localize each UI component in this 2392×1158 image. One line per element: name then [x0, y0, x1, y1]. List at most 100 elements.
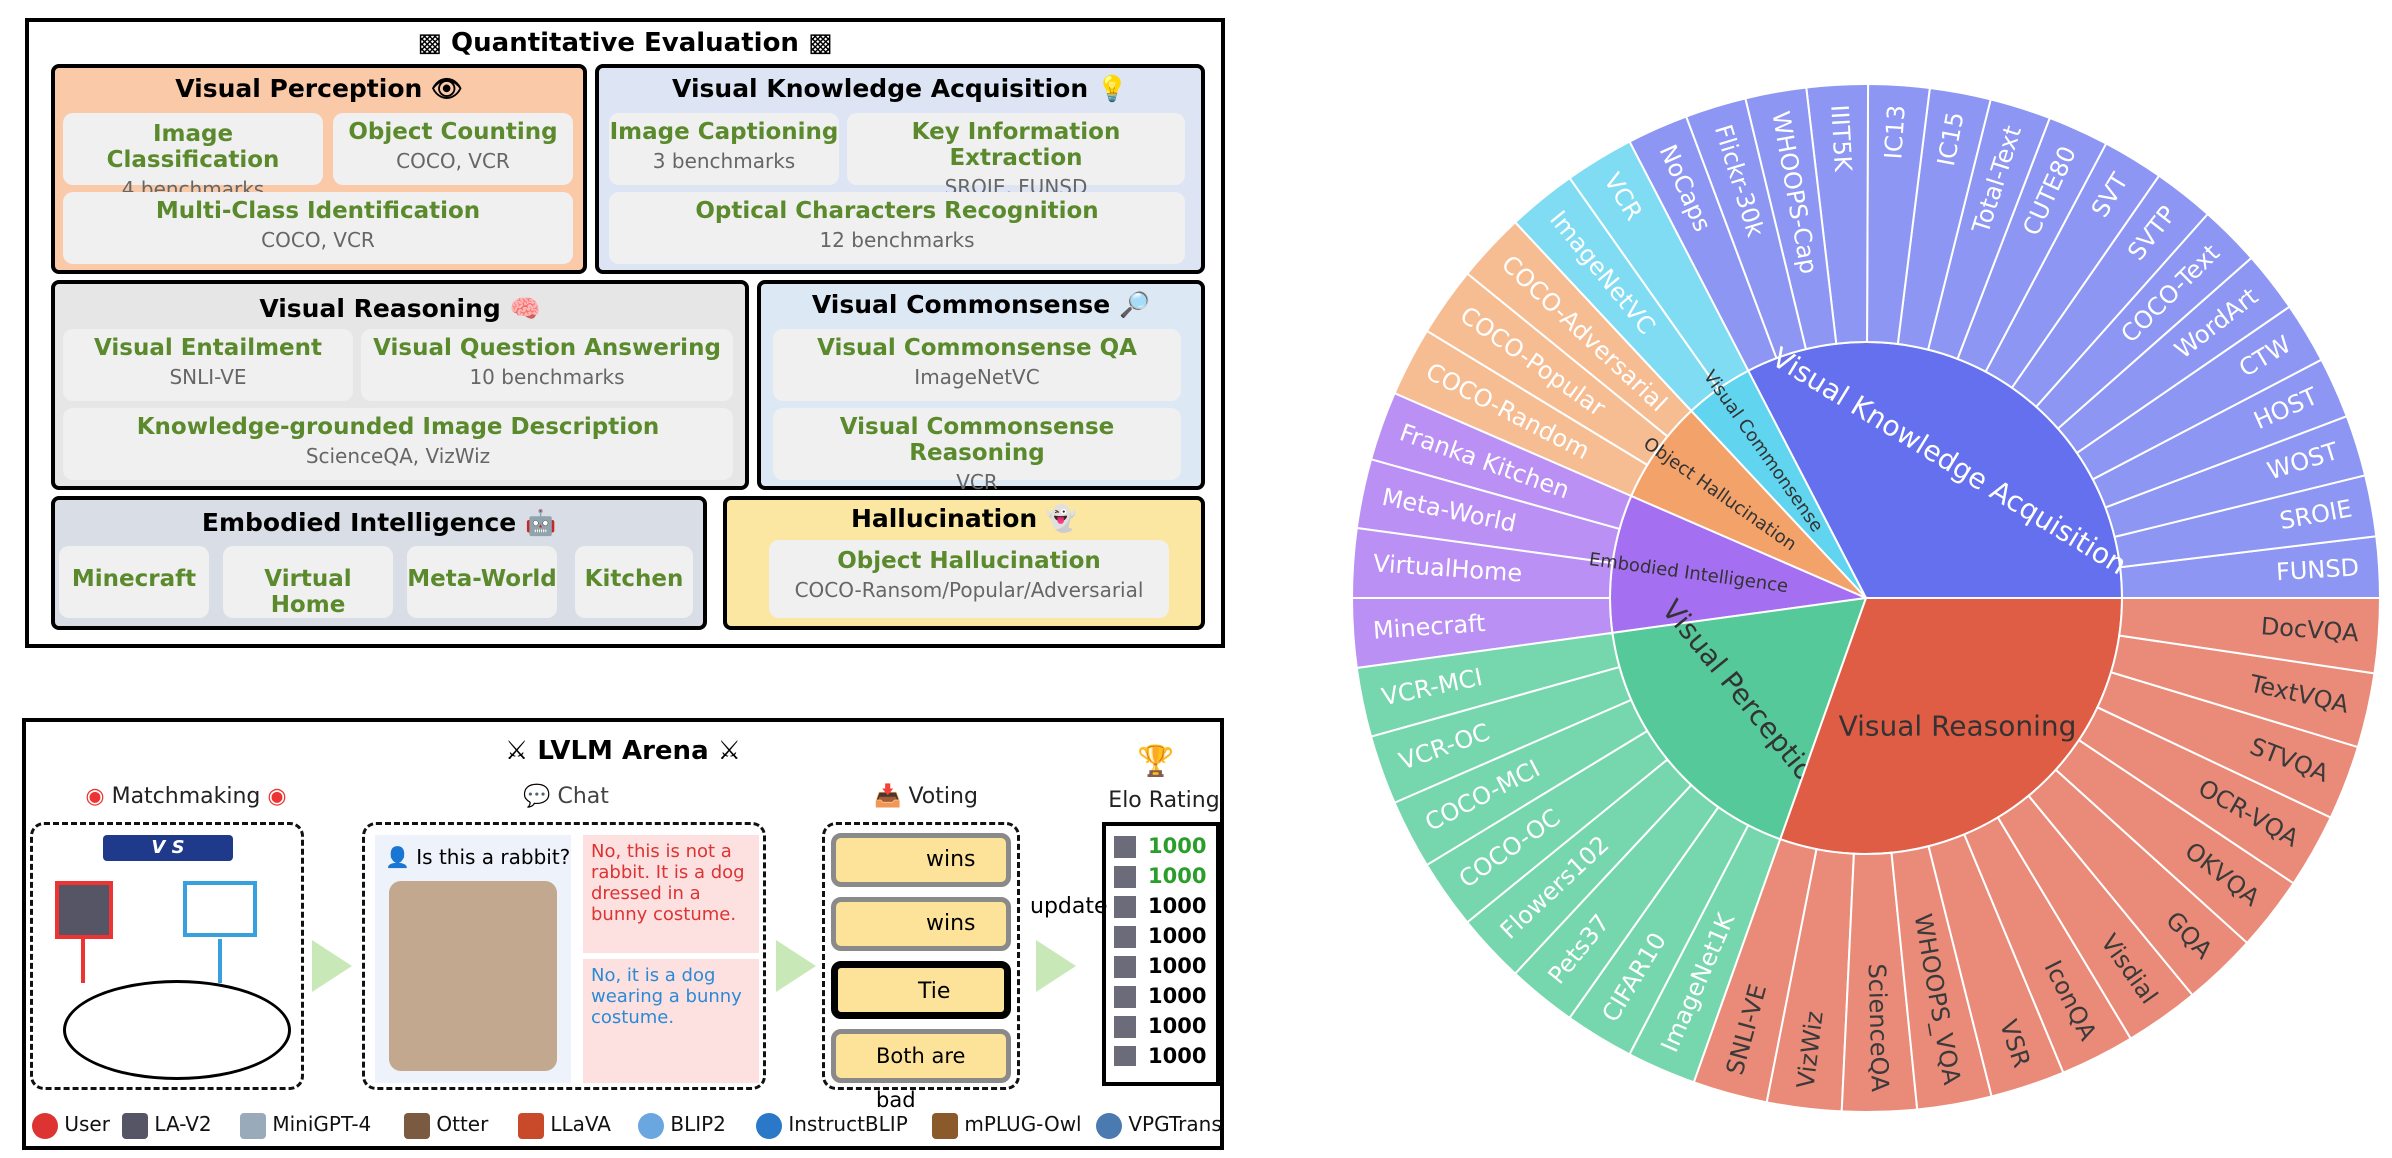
ghost-icon: 👻 — [1037, 504, 1078, 533]
hallucination-title: Hallucination 👻 — [850, 504, 1078, 533]
lightbulb-icon: 💡 — [1088, 74, 1128, 103]
otter-icon — [404, 1112, 430, 1139]
elo-row: 1000 — [1148, 1044, 1207, 1068]
swords-icon: ⚔ — [708, 736, 741, 766]
sunburst-leaf-label: FUNSD — [2275, 553, 2360, 586]
answer-bubble-2: No, it is a dog wearing a bunny costume. — [583, 959, 759, 1083]
card-meta-world: Meta-World — [407, 546, 557, 618]
card-object-hallucination: Object Hallucination COCO-Ransom/Popular… — [769, 540, 1169, 618]
sunburst-leaf-label: ScienceQA — [1863, 963, 1894, 1093]
card-kitchen: Kitchen — [575, 546, 693, 618]
eye-icon: 👁 — [422, 74, 463, 103]
visual-perception-panel: Visual Perception 👁 Image Classification… — [51, 64, 587, 274]
model-a-avatar — [55, 881, 113, 939]
visual-commonsense-panel: Visual Commonsense 🔎 Visual Commonsense … — [757, 280, 1205, 494]
card-object-counting: Object Counting COCO, VCR — [333, 113, 573, 185]
speech-bubble-icon: 💬 — [523, 784, 558, 809]
chart-icon: ▩ — [798, 28, 833, 58]
legend-instructblip: InstructBLIP — [756, 1112, 908, 1139]
instructblip-icon — [756, 1112, 782, 1139]
card-visual-entailment: Visual Entailment SNLI-VE — [63, 329, 353, 401]
elo-row: 1000 — [1148, 954, 1207, 978]
answer-bubble-1: No, this is not a rabbit. It is a dog dr… — [583, 835, 759, 953]
pokeball-icon: ◉ — [267, 784, 287, 809]
elo-row: 1000 — [1148, 1014, 1207, 1038]
legend-llava: LLaVA — [518, 1112, 611, 1139]
chart-icon: ▩ — [417, 28, 452, 58]
visual-reasoning-title: Visual Reasoning 🧠 — [259, 294, 541, 323]
sunburst-leaf-label: IIIT5K — [1825, 104, 1857, 174]
vote-tie-button[interactable]: Tie — [831, 961, 1011, 1019]
elo-title: Elo Rating — [1108, 788, 1220, 813]
owl-icon — [932, 1112, 958, 1139]
flow-arrow-2 — [776, 940, 816, 992]
card-image-classification: Image Classification 4 benchmarks — [63, 113, 323, 201]
thinking-head-icon: 🧠 — [500, 294, 541, 323]
llava-icon — [518, 1112, 544, 1139]
legend-mplug-owl: mPLUG-Owl — [932, 1112, 1082, 1139]
card-multi-class-identification: Multi-Class Identification COCO, VCR — [63, 192, 573, 264]
swords-icon: ⚔ — [505, 736, 538, 766]
user-question-card: 👤 Is this a rabbit? — [375, 835, 571, 1083]
vote-a-wins-button[interactable]: wins — [831, 833, 1011, 887]
card-knowledge-grounded-description: Knowledge-grounded Image Description Sci… — [63, 408, 733, 480]
arrow-red — [81, 939, 85, 983]
benchmark-sunburst-chart: FUNSDSROIEWOSTHOSTCTWWordArtCOCO-TextSVT… — [1350, 83, 2382, 1113]
elo-row: 1000 — [1148, 984, 1207, 1008]
vote-both-bad-button[interactable]: Both are bad — [831, 1029, 1011, 1112]
visual-perception-title: Visual Perception 👁 — [175, 74, 463, 103]
arena-title: ⚔ LVLM Arena ⚔ — [505, 736, 741, 766]
card-virtual-home: Virtual Home — [223, 546, 393, 618]
update-label: update — [1030, 894, 1108, 919]
qe-title: ▩ Quantitative Evaluation ▩ — [417, 28, 833, 58]
flow-arrow-1 — [312, 940, 352, 992]
voting-label: 📥 Voting — [874, 784, 978, 809]
card-key-information-extraction: Key Information Extraction SROIE, FUNSD — [847, 113, 1185, 199]
vote-b-wins-button[interactable]: wins — [831, 897, 1011, 951]
vs-banner: V S — [103, 835, 233, 861]
dog-photo — [389, 881, 557, 1071]
ballot-box-icon: 📥 — [874, 784, 909, 809]
question-text: 👤 Is this a rabbit? — [385, 845, 571, 869]
card-minecraft: Minecraft — [59, 546, 209, 618]
flow-arrow-3 — [1036, 940, 1076, 992]
user-avatar-icon: 👤 — [385, 845, 417, 869]
user-icon — [32, 1112, 58, 1139]
card-image-captioning: Image Captioning 3 benchmarks — [609, 113, 839, 185]
legend-user: User — [32, 1112, 110, 1139]
model-pool-ellipse — [63, 980, 291, 1080]
legend-minigpt4: MiniGPT-4 — [240, 1112, 371, 1139]
elo-row: 1000 — [1148, 924, 1207, 948]
elo-row: 1000 — [1148, 834, 1207, 858]
legend-la-v2: LA-V2 — [122, 1112, 212, 1139]
robot-icon — [240, 1112, 266, 1139]
legend-vpgtrans: VPGTrans — [1096, 1112, 1222, 1139]
vpgtrans-icon — [1096, 1112, 1122, 1139]
legend-otter: Otter — [404, 1112, 488, 1139]
visual-knowledge-title: Visual Knowledge Acquisition 💡 — [672, 74, 1128, 103]
matchmaking-label: ◉ Matchmaking ◉ — [85, 784, 287, 809]
card-visual-question-answering: Visual Question Answering 10 benchmarks — [361, 329, 733, 401]
chat-box: 👤 Is this a rabbit? No, this is not a ra… — [362, 822, 766, 1090]
sunburst-leaf-docvqa — [2118, 597, 2382, 675]
sunburst-inner-label: Visual Reasoning — [1839, 710, 2077, 743]
model-icons-column — [1114, 836, 1136, 1066]
card-visual-commonsense-reasoning: Visual Commonsense Reasoning VCR — [773, 408, 1181, 494]
legend-blip2: BLIP2 — [638, 1112, 726, 1139]
lvlm-arena-panel: ⚔ LVLM Arena ⚔ ◉ Matchmaking ◉ V S 💬 Cha… — [22, 718, 1224, 1150]
pokeball-icon: ◉ — [85, 784, 105, 809]
matchmaking-box: V S — [30, 822, 304, 1090]
visual-commonsense-title: Visual Commonsense 🔎 — [811, 290, 1151, 319]
voting-box: wins wins Tie Both are bad — [822, 822, 1020, 1112]
embodied-intelligence-title: Embodied Intelligence 🤖 — [201, 508, 557, 537]
trophy-icon: 🏆 — [1137, 744, 1175, 779]
quantitative-evaluation-panel: ▩ Quantitative Evaluation ▩ Visual Perce… — [25, 18, 1225, 648]
visual-reasoning-panel: Visual Reasoning 🧠 Visual Entailment SNL… — [51, 280, 749, 490]
chat-label: 💬 Chat — [523, 784, 609, 809]
elo-row: 1000 — [1148, 864, 1207, 888]
elo-row: 1000 — [1148, 894, 1207, 918]
visual-knowledge-panel: Visual Knowledge Acquisition 💡 Image Cap… — [595, 64, 1205, 274]
card-visual-commonsense-qa: Visual Commonsense QA ImageNetVC — [773, 329, 1181, 401]
elo-table: 1000 1000 1000 1000 1000 1000 1000 1000 — [1102, 822, 1220, 1086]
model-b-avatar — [183, 881, 257, 937]
